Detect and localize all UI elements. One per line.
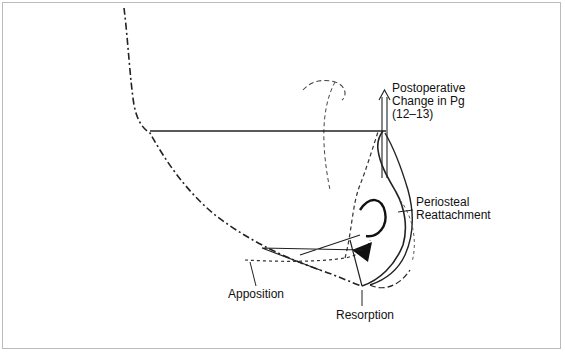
periosteal-label: Periosteal Reattachment — [416, 196, 506, 222]
apposition-label: Apposition — [228, 288, 308, 301]
change-label: Postoperative Change in Pg (12–13) — [392, 82, 482, 121]
resorption-label: Resorption — [336, 309, 416, 322]
